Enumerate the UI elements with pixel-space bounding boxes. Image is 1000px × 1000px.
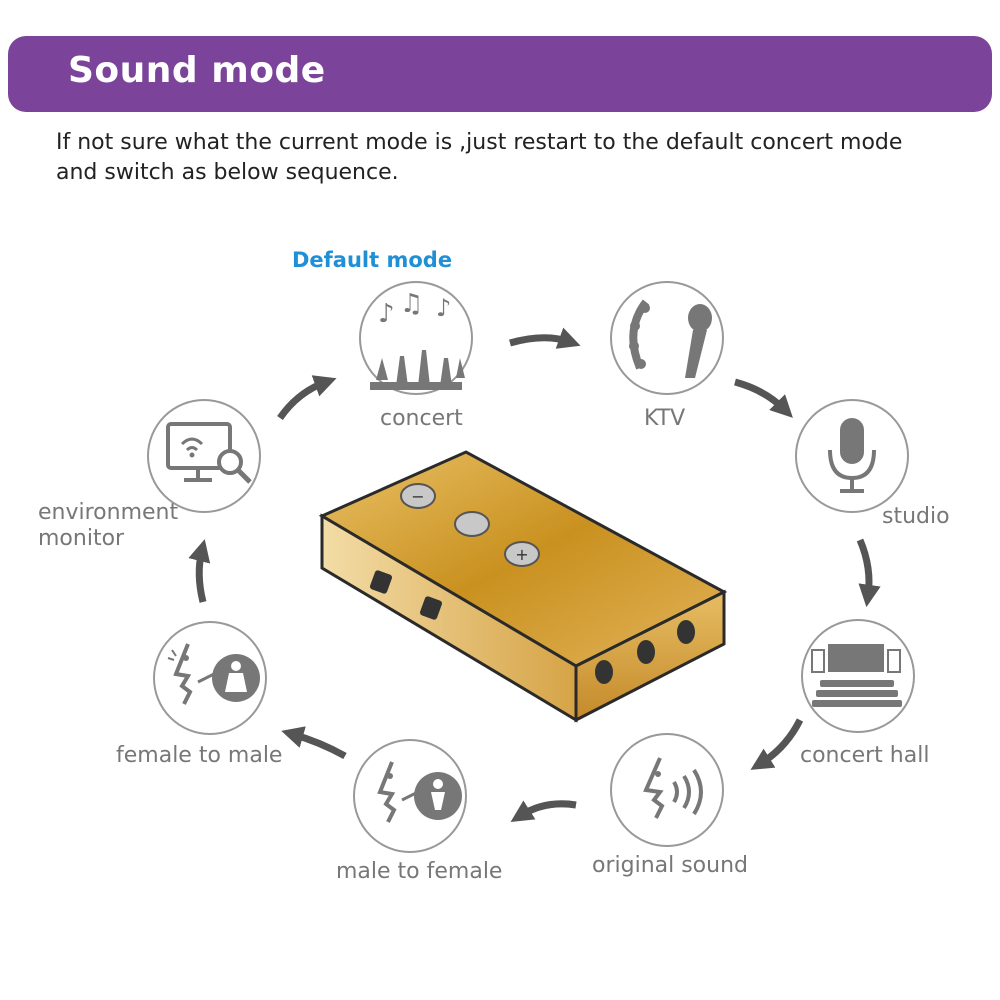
concert-hall-icon [801,619,915,733]
arrow-ktv-to-studio [734,378,793,418]
intro-line-1: If not sure what the current mode is ,ju… [56,130,903,155]
arrow-concert-to-ktv [509,327,581,349]
default-mode-label: Default mode [292,248,453,272]
svg-text:+: + [515,545,528,564]
svg-text:♪: ♪ [436,294,451,322]
mode-label-ktv: KTV [644,406,686,431]
mode-label-female-to-male: female to male [116,743,283,768]
arrow-hall-to-original [750,718,804,770]
mode-label-studio: studio [882,504,950,529]
mode-label-concert: concert [380,406,463,431]
mode-label-environment-monitor: environment monitor [38,500,178,552]
svg-text:♪: ♪ [378,299,395,329]
monitor-wifi-search-icon [147,399,261,513]
mode-label-environment-line-1: environment [38,500,179,525]
concert-crowd-icon: ♪ ♫ ♪ [359,281,473,395]
arrow-male-to-female [281,726,347,760]
header-banner: Sound mode [8,36,992,112]
svg-text:♫: ♫ [400,289,423,319]
arrow-female-to-env [188,539,211,603]
mode-label-concert-hall: concert hall [800,743,930,768]
sequence-arrows [188,327,881,823]
speaking-face-icon [610,733,724,847]
intro-text: If not sure what the current mode is ,ju… [56,128,956,188]
intro-line-2: and switch as below sequence. [56,160,399,185]
male-to-female-icon [353,739,467,853]
mode-label-environment-line-2: monitor [38,526,125,551]
sound-card-device-icon: − + [318,450,728,723]
tambourine-microphone-icon [610,281,724,395]
arrow-original-to-male [510,800,577,823]
mode-label-male-to-female: male to female [336,859,503,884]
page-title: Sound mode [68,50,326,91]
arrow-env-to-concert [277,375,337,421]
studio-microphone-icon [795,399,909,513]
mode-label-original-sound: original sound [592,853,748,878]
arrow-studio-to-hall [856,538,881,608]
female-to-male-icon [153,621,267,735]
svg-text:−: − [411,487,424,506]
